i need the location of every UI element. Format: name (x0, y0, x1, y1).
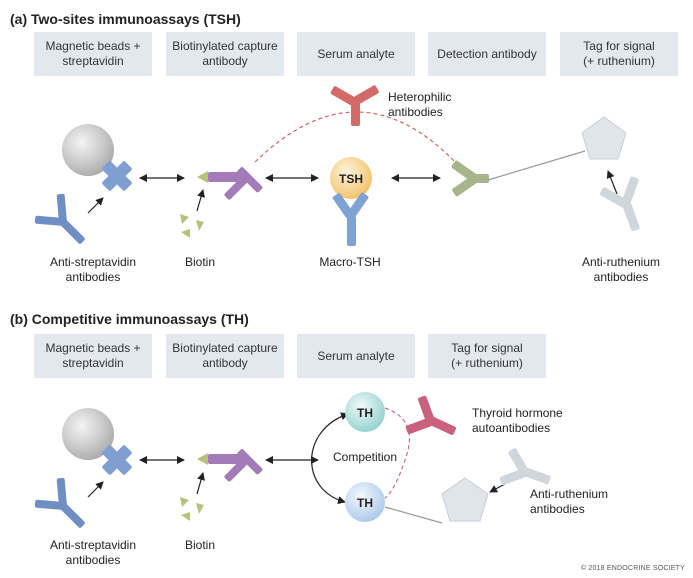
tsh-analyte: TSH (330, 157, 372, 199)
thyroid-autoantibody (405, 395, 457, 435)
label-heterophilic: Heterophilic antibodies (388, 90, 452, 119)
header-a-magnetic-beads: Magnetic beads + streptavidin (34, 32, 152, 76)
label-thyroid-autoantibodies: Thyroid hormone autoantibodies (472, 406, 563, 435)
label-anti-ruthenium-a: Anti-ruthenium antibodies (581, 255, 661, 284)
label-biotin-b: Biotin (184, 538, 216, 552)
header-a-detection-antibody: Detection antibody (428, 32, 546, 76)
header-b-capture-antibody: Biotinylated capture antibody (166, 334, 284, 378)
header-a-capture-antibody: Biotinylated capture antibody (166, 32, 284, 76)
th-bottom-symbol: TH (357, 496, 373, 510)
macro-tsh-antibody (332, 192, 369, 246)
competition-arrow (311, 412, 349, 505)
header-a-serum-analyte: Serum analyte (297, 32, 415, 76)
linker-b (384, 506, 443, 524)
header-a-tag-signal: Tag for signal (+ ruthenium) (560, 32, 678, 76)
capture-antibody-a (197, 167, 263, 200)
header-b-tag-signal: Tag for signal (+ ruthenium) (428, 334, 546, 378)
capture-antibody-b (197, 449, 263, 482)
autoantibody-bridge (384, 407, 410, 499)
th-top-symbol: TH (357, 406, 373, 420)
panel-b-title: (b) Competitive immunoassays (TH) (10, 311, 249, 327)
label-biotin-a: Biotin (184, 255, 216, 269)
panel-a-title: (a) Two-sites immunoassays (TSH) (10, 11, 241, 27)
label-anti-ruthenium-b: Anti-ruthenium antibodies (530, 487, 609, 516)
label-competition: Competition (332, 450, 398, 464)
header-b-magnetic-beads: Magnetic beads + streptavidin (34, 334, 152, 378)
magnetic-bead-b (62, 408, 114, 460)
label-anti-streptavidin-a: Anti-streptavidin antibodies (49, 255, 137, 284)
streptavidin-a (102, 161, 132, 191)
ruthenium-tag-b (441, 477, 489, 522)
anti-ruthenium-antibody-b (499, 448, 551, 486)
tsh-symbol: TSH (339, 172, 363, 186)
copyright-credit: © 2018 ENDOCRINE SOCIETY (580, 565, 685, 572)
heterophilic-antibody-a (330, 85, 379, 126)
anti-ruthenium-antibody-a (599, 176, 640, 232)
biotin-pieces-a (180, 214, 204, 238)
anti-streptavidin-antibody-b (34, 477, 85, 528)
th-analyte-top: TH (345, 392, 385, 432)
label-anti-streptavidin-b: Anti-streptavidin antibodies (49, 538, 137, 567)
streptavidin-b (102, 445, 132, 475)
header-b-serum-analyte: Serum analyte (297, 334, 415, 378)
detection-antibody-a (451, 160, 489, 197)
magnetic-bead-a (62, 124, 114, 176)
label-macro-tsh: Macro-TSH (319, 255, 381, 269)
anti-streptavidin-antibody-a (34, 193, 85, 244)
th-analyte-bottom: TH (345, 482, 385, 522)
biotin-pieces-b (180, 497, 204, 521)
ruthenium-tag-a (581, 116, 627, 160)
linker-a (487, 150, 586, 181)
